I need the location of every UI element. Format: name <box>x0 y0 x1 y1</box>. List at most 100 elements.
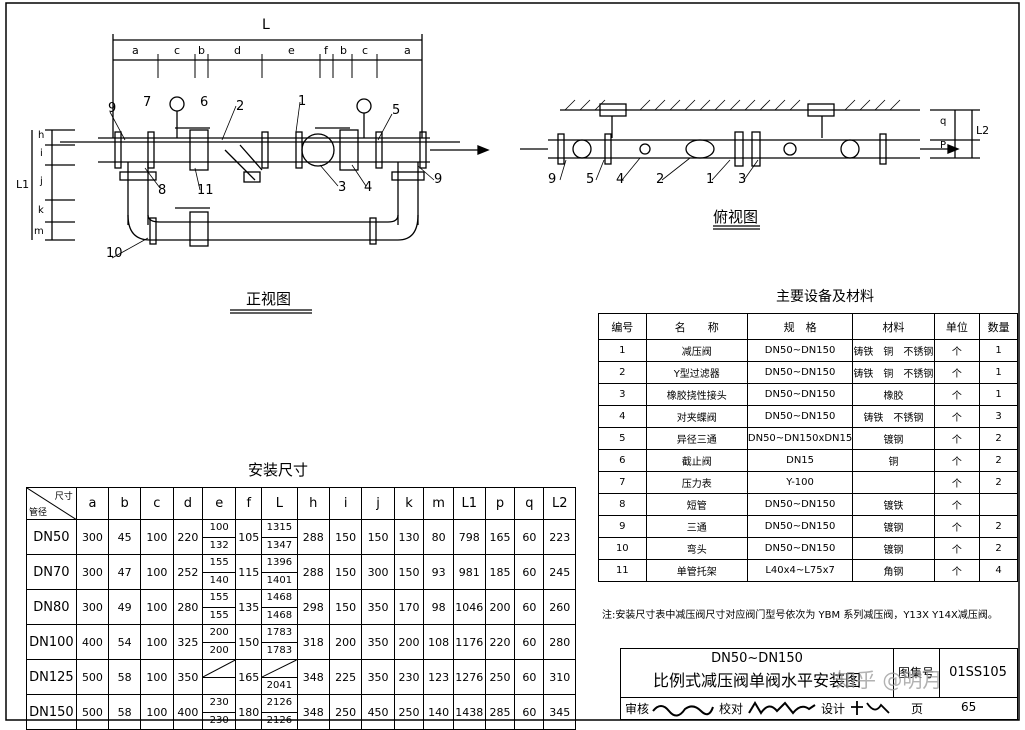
col-header: f <box>235 487 263 520</box>
material-cell: 个 <box>933 537 981 560</box>
check-signature <box>748 701 816 715</box>
col-header: L <box>261 487 298 520</box>
dim-seg-label: b <box>198 44 205 57</box>
value-cell-b: 54 <box>108 624 142 660</box>
split-value: 140 <box>209 574 229 586</box>
material-cell: DN50~DN150xDN15 <box>746 427 854 450</box>
value-cell-d: 400 <box>172 694 204 730</box>
callout-number: 2 <box>236 99 245 114</box>
value-cell-p: 185 <box>484 554 516 590</box>
value-cell-m: 80 <box>423 519 454 555</box>
value-cell-a: 300 <box>75 589 110 625</box>
material-cell: 个 <box>933 339 981 362</box>
corner-top-label: 尺寸 <box>54 492 73 502</box>
empty-slash-mark <box>203 660 236 677</box>
value-cell-L2: 310 <box>543 659 576 695</box>
value-cell-h: 348 <box>296 694 330 730</box>
callout-number: 8 <box>158 183 167 198</box>
value-cell-p: 220 <box>484 624 516 660</box>
material-table-title: 主要设备及材料 <box>776 289 874 305</box>
split-value: 132 <box>209 539 229 551</box>
dim-seg-label: a <box>404 44 411 57</box>
value-cell-k: 170 <box>393 589 425 625</box>
value-cell-k: 130 <box>393 519 425 555</box>
value-cell-k: 250 <box>393 694 425 730</box>
title-block: DN50~DN150 比例式减压阀单阀水平安装图 图集号 01SS105 审核 … <box>620 648 1018 720</box>
vert-dim-label: m <box>34 226 44 237</box>
dim-L-label: L <box>262 17 270 33</box>
col-header: 名 称 <box>645 313 748 340</box>
callout-number: 5 <box>392 103 401 118</box>
dim-seg-label: b <box>340 44 347 57</box>
material-cell: 个 <box>933 471 981 494</box>
design-label: 设计 <box>821 702 846 716</box>
material-cell: DN15 <box>746 449 854 472</box>
material-cell <box>979 493 1018 516</box>
value-cell-f: 165 <box>235 659 263 695</box>
title-line2: 比例式减压阀单阀水平安装图 <box>652 671 861 690</box>
material-cell: 镀钢 <box>852 537 935 560</box>
install-dimension-table: 尺寸 管径 a b c d e f L h i j k m L1 p q L2 … <box>26 487 576 730</box>
material-cell: 9 <box>598 515 647 538</box>
value-cell-q: 60 <box>514 659 545 695</box>
material-note: 注:安装尺寸表中减压阀尺寸对应阀门型号依次为 YBM 系列减压阀，Y13X Y1… <box>602 610 998 621</box>
split-value: 1315 <box>262 520 297 538</box>
material-cell: DN50~DN150 <box>746 383 854 406</box>
value-cell-q: 60 <box>514 694 545 730</box>
check-label: 校对 <box>719 702 744 716</box>
callout-number: 1 <box>706 172 715 187</box>
title-cell: DN50~DN150 比例式减压阀单阀水平安装图 <box>621 649 894 698</box>
split-value: 155 <box>209 609 229 621</box>
value-cell-m: 108 <box>423 624 454 660</box>
value-cell-j: 300 <box>361 554 395 590</box>
material-cell: 铸铁 铜 不锈钢 <box>852 361 935 384</box>
split-value: 1396 <box>262 555 297 573</box>
material-cell: Y型过滤器 <box>645 361 748 384</box>
material-cell: 个 <box>933 493 981 516</box>
col-header: 编号 <box>598 313 647 340</box>
value-cell-h: 298 <box>296 589 330 625</box>
callout-number: 11 <box>197 183 214 198</box>
value-cell-p: 200 <box>484 589 516 625</box>
pipe-diameter-cell: DN150 <box>26 694 77 730</box>
split-value: 1401 <box>266 574 293 586</box>
value-cell-d: 252 <box>172 554 204 590</box>
install-header-row: 尺寸 管径 a b c d e f L h i j k m L1 p q L2 <box>26 487 576 520</box>
material-cell: 3 <box>598 383 647 406</box>
material-cell: 2 <box>979 427 1018 450</box>
value-cell-j: 350 <box>361 589 395 625</box>
value-cell-L1: 1176 <box>452 624 486 660</box>
value-cell-b: 49 <box>108 589 142 625</box>
value-cell-b: 45 <box>108 519 142 555</box>
value-cell-L2: 260 <box>543 589 576 625</box>
value-cell-c: 100 <box>140 589 174 625</box>
value-cell-a: 500 <box>75 694 110 730</box>
install-table-title: 安装尺寸 <box>248 461 309 479</box>
page-label: 页 <box>911 702 924 716</box>
atlas-label: 图集号 <box>893 649 940 698</box>
callout-number: 1 <box>298 94 307 109</box>
material-cell: 4 <box>598 405 647 428</box>
pipe-diameter-cell: DN70 <box>26 554 77 590</box>
title-line1: DN50~DN150 <box>711 651 803 666</box>
value-cell-m: 98 <box>423 589 454 625</box>
value-cell-i: 225 <box>328 659 363 695</box>
material-cell: 个 <box>933 559 981 582</box>
col-header: b <box>108 487 142 520</box>
value-cell-L1: 798 <box>452 519 486 555</box>
split-value: 1468 <box>266 609 293 621</box>
material-cell: 铸铁 不锈钢 <box>852 405 935 428</box>
col-header: 规 格 <box>746 313 854 340</box>
material-cell: 10 <box>598 537 647 560</box>
